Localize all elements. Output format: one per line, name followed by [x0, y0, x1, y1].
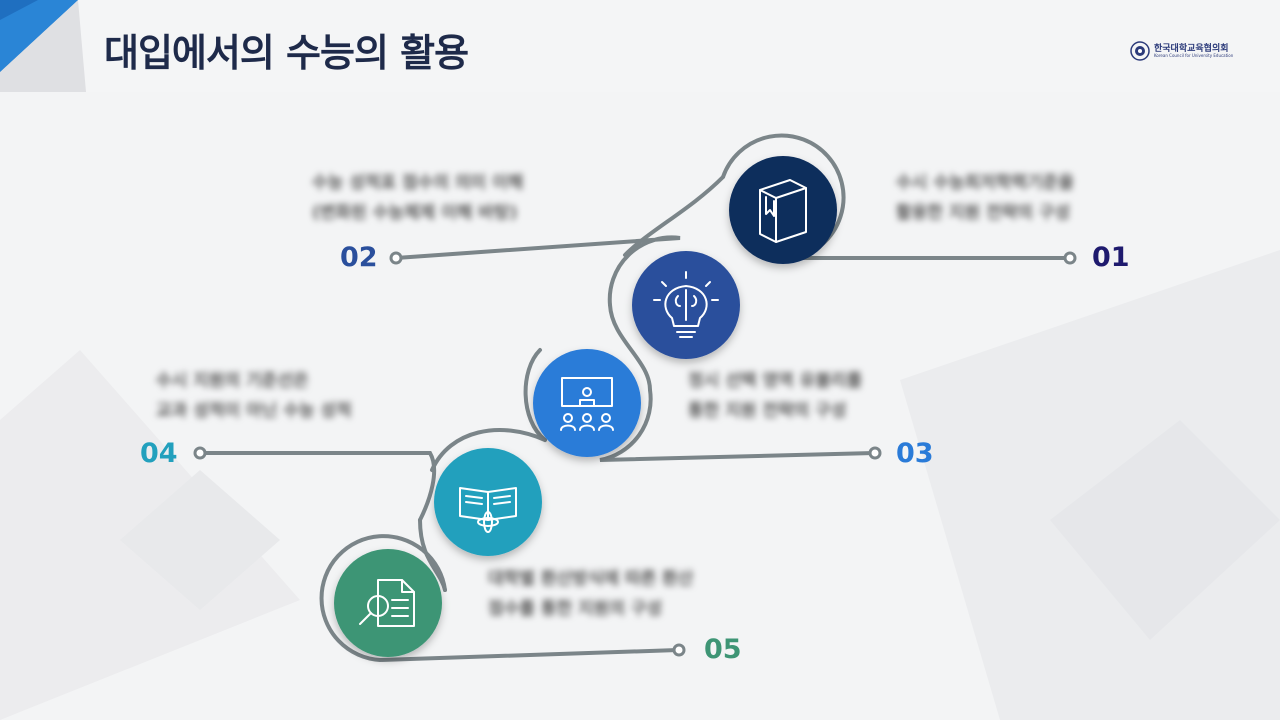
open-book-atom-icon	[459, 487, 517, 533]
organization-logo: 한국대학교육협의회 Korean Council for University …	[1130, 40, 1233, 62]
page-title: 대입에서의 수능의 활용	[104, 31, 469, 75]
connector-dot	[868, 446, 882, 460]
step-number-04: 04	[140, 438, 178, 469]
step-number-01: 01	[1092, 242, 1130, 273]
step-description-02: 수능 성적표 점수의 의미 이해(변화된 수능체제 이해 바탕)	[312, 173, 524, 223]
step-circle-1	[729, 156, 837, 264]
connector-dot	[193, 446, 207, 460]
connector-dot	[1063, 251, 1077, 265]
step-number-02: 02	[340, 242, 378, 273]
step-number-03: 03	[896, 438, 934, 469]
connector-dot	[389, 251, 403, 265]
corner-accent	[0, 0, 86, 92]
document-search-icon	[359, 579, 415, 627]
connector-dot	[672, 643, 686, 657]
book-icon	[759, 179, 807, 243]
step-circle-3	[533, 349, 641, 457]
step-number-05: 05	[704, 634, 742, 665]
brain-lightbulb-icon	[653, 271, 719, 338]
logo-subtitle: Korean Council for University Education	[1154, 52, 1234, 58]
logo-name: 한국대학교육협의회	[1154, 43, 1229, 54]
classroom-presentation-icon	[560, 377, 614, 431]
seal-icon	[1130, 41, 1150, 61]
header-bar: 대입에서의 수능의 활용 한국대학교육협의회 Korean Council fo…	[0, 0, 1280, 92]
